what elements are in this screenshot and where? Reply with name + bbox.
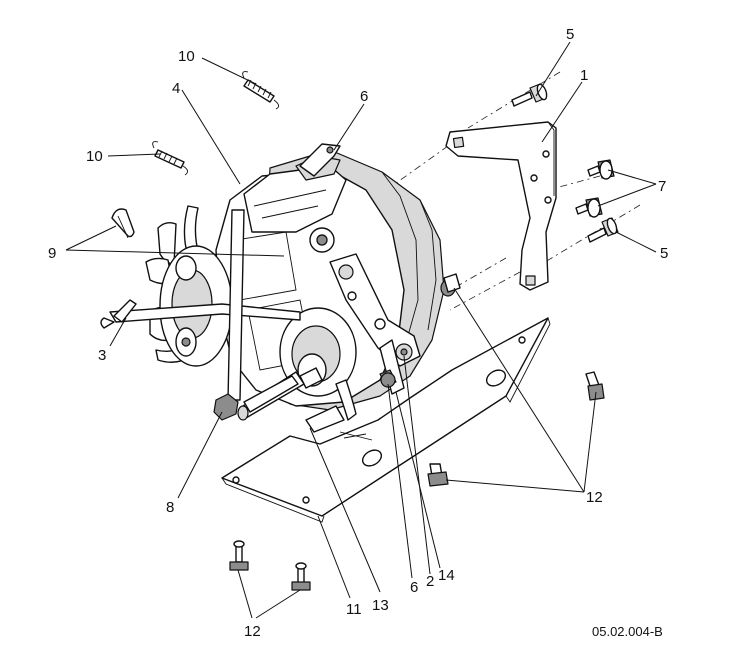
callout-5-top: 5 [566,26,574,43]
callout-2: 2 [426,573,434,590]
callout-7: 7 [658,178,666,195]
callout-11: 11 [346,601,362,618]
callout-5-right: 5 [660,245,668,262]
bolt-part-12-bottom-left [229,540,249,571]
spring-part-10-top [242,71,279,110]
bolt-part-5-right [587,217,619,243]
bolt-part-12-bottom-right [291,562,311,591]
callout-12-right: 12 [586,489,603,506]
callout-8: 8 [166,499,174,516]
mounting-bracket-part-1 [445,121,557,291]
callout-10-top: 10 [178,48,195,65]
callout-3: 3 [98,347,106,364]
screw-part-7-upper [587,159,615,180]
callout-labels: 5 1 10 4 6 10 7 9 5 3 12 8 6 2 14 11 13 … [48,26,668,640]
bolt-part-5-top [511,83,548,107]
screw-part-7-lower [575,197,603,218]
spring-part-10-left [152,141,188,176]
callout-14: 14 [438,567,455,584]
callout-9: 9 [48,245,56,262]
callout-1: 1 [580,67,588,84]
callout-10-left: 10 [86,148,103,165]
callout-4: 4 [172,80,180,97]
callout-6-top: 6 [360,88,368,105]
bolt-part-12-right-upper [585,371,605,401]
callout-13: 13 [372,597,389,614]
diagram-reference-code: 05.02.004-B [592,624,663,639]
callout-12-bottom: 12 [244,623,261,640]
bolt-part-12-right-lower [427,463,449,487]
gearbox-assembly [100,143,461,433]
leader-lines [65,41,657,619]
skid-plate-part-11 [221,317,551,523]
callout-6-bottom: 6 [410,579,418,596]
